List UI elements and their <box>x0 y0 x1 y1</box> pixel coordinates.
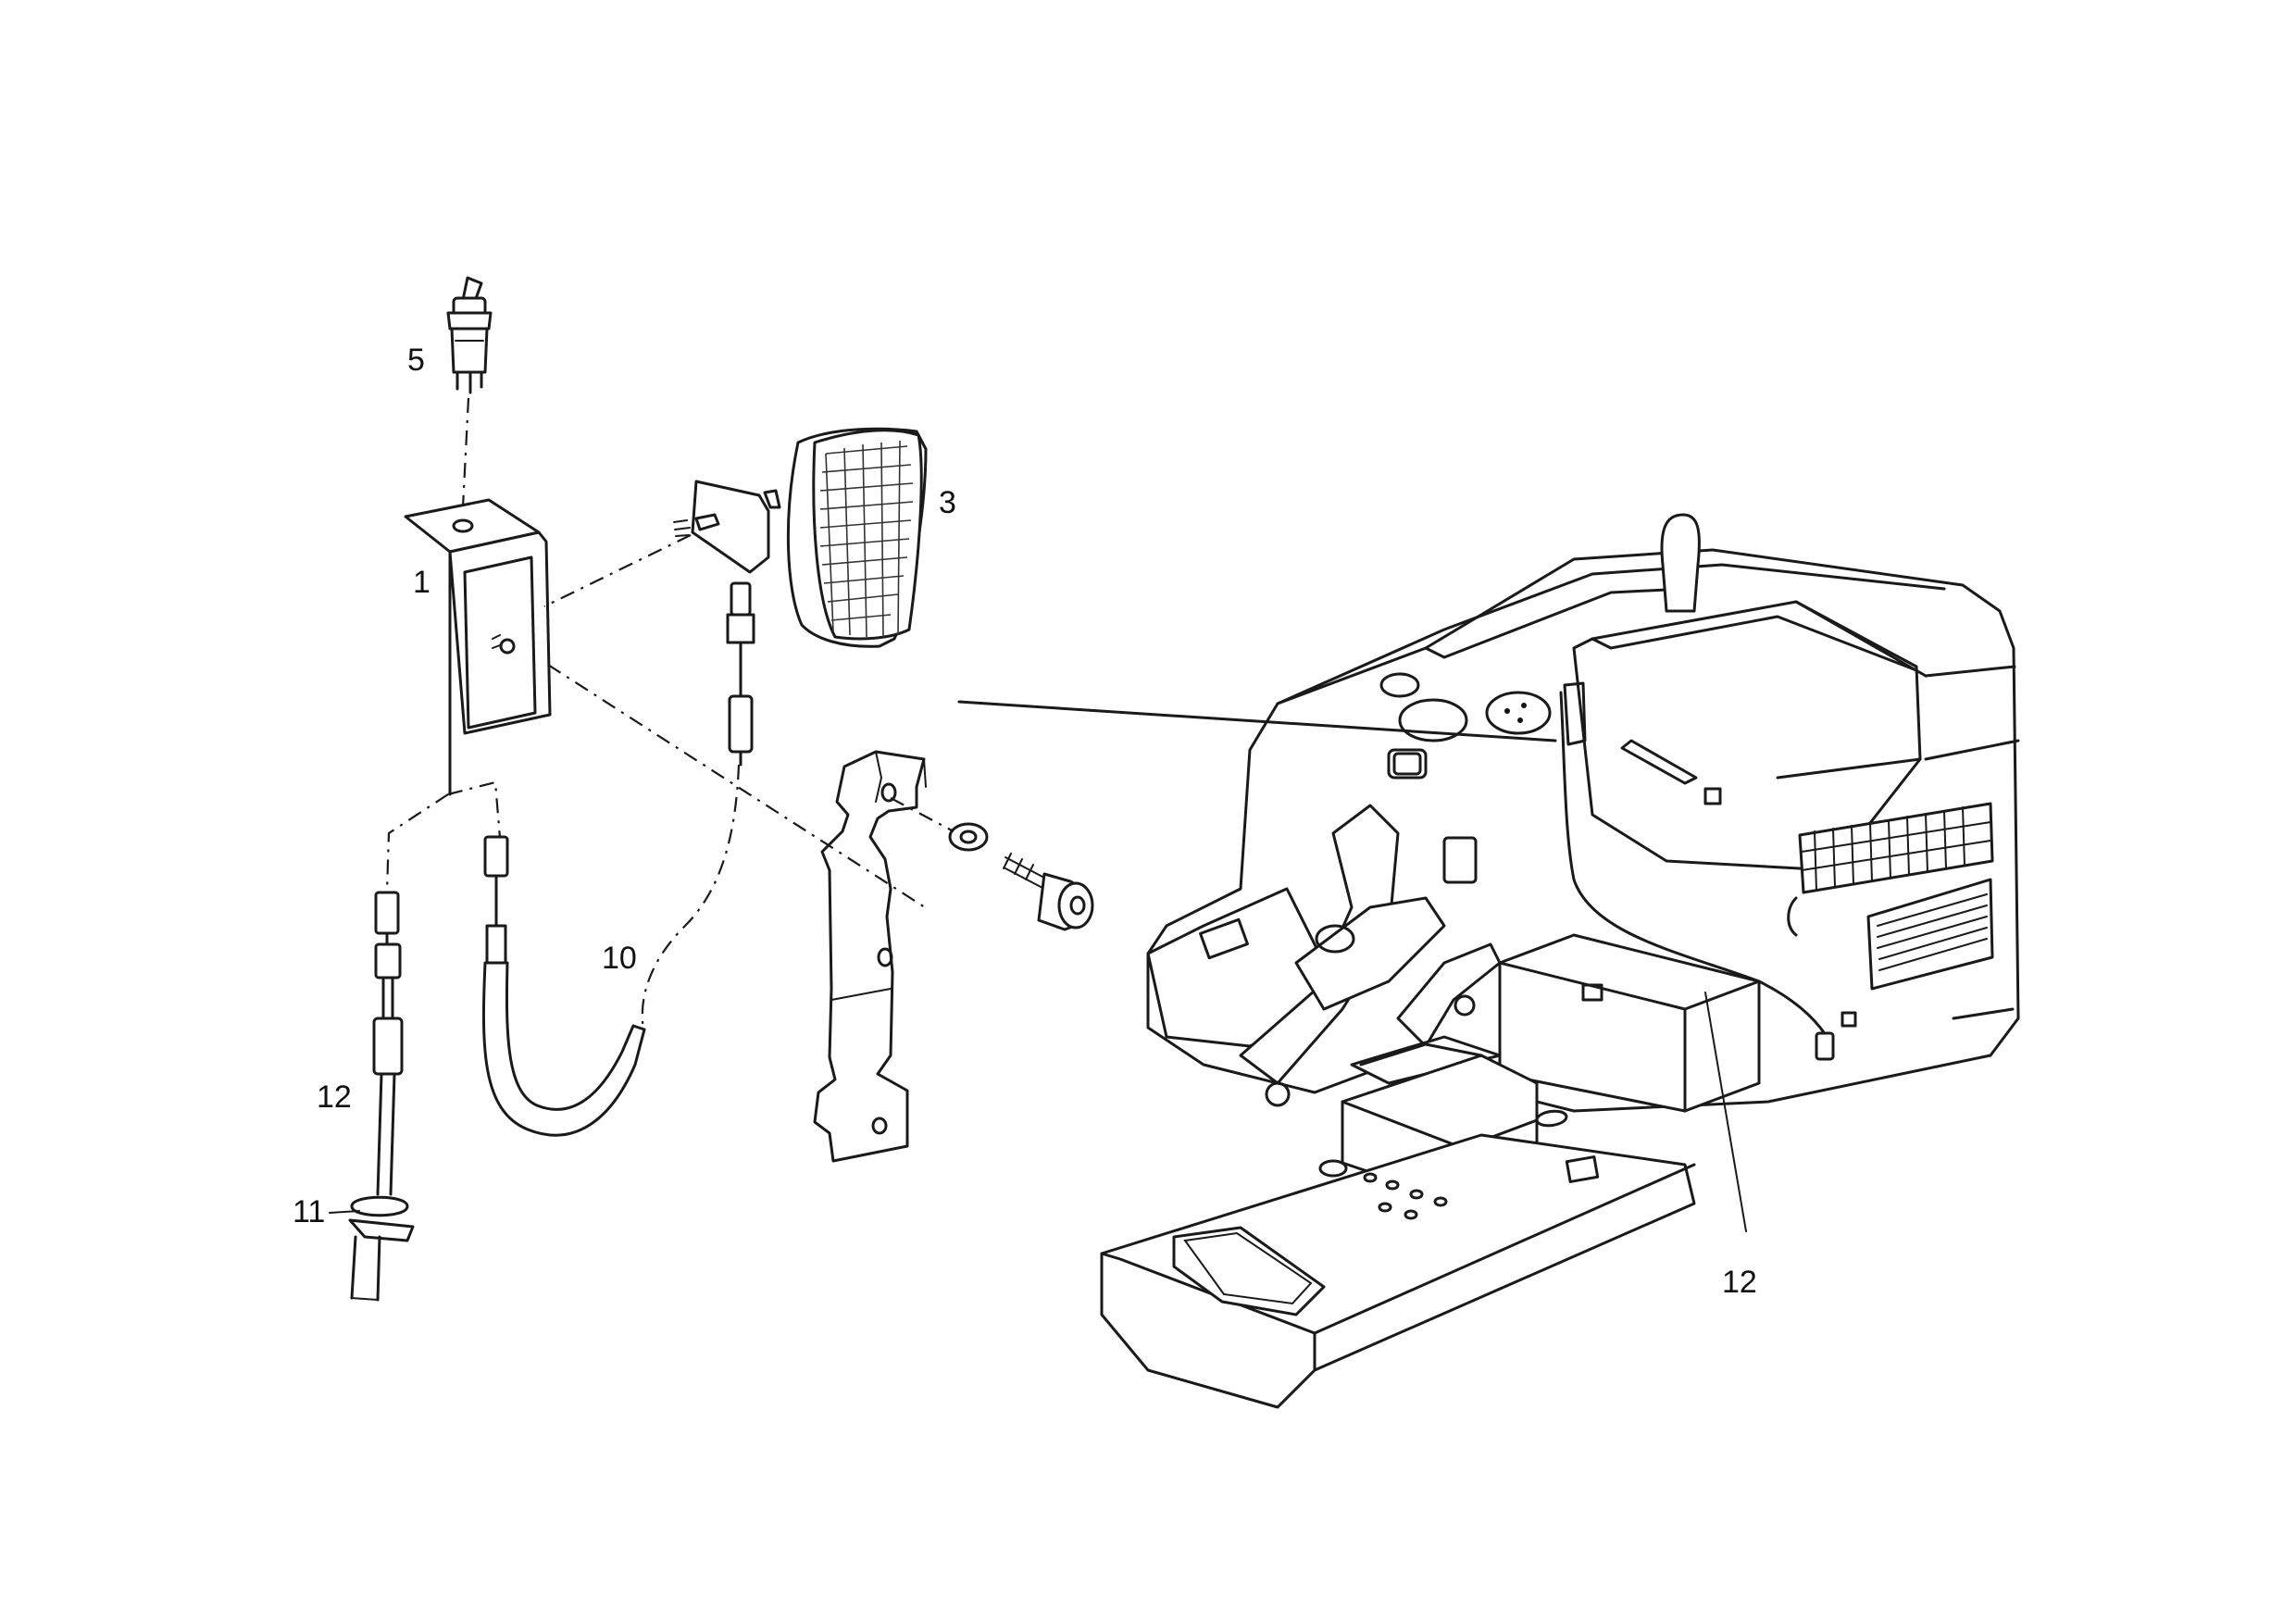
bolt <box>1003 853 1094 931</box>
light-connector <box>641 581 755 1030</box>
cable-loop <box>481 835 646 1137</box>
leader-line-harness <box>1704 992 1747 1232</box>
mounting-plate <box>547 664 929 1163</box>
callout-harness-left: 12 <box>317 1079 352 1115</box>
work-light <box>543 427 928 648</box>
callout-clamp: 11 <box>293 1194 325 1229</box>
loader-machine <box>1100 513 2020 1409</box>
leader-line-light <box>957 700 1557 742</box>
callout-bracket: 1 <box>413 565 430 600</box>
washer <box>948 822 989 852</box>
callout-work-light: 3 <box>939 485 956 520</box>
toggle-switch <box>446 276 493 508</box>
callout-cable-loop: 10 <box>602 941 637 976</box>
leader-line-clamp <box>329 1210 360 1214</box>
mounting-bracket <box>404 498 552 796</box>
callout-switch: 5 <box>407 343 425 378</box>
callout-harness-machine: 12 <box>1722 1265 1757 1300</box>
cable-harness-left <box>348 891 415 1302</box>
